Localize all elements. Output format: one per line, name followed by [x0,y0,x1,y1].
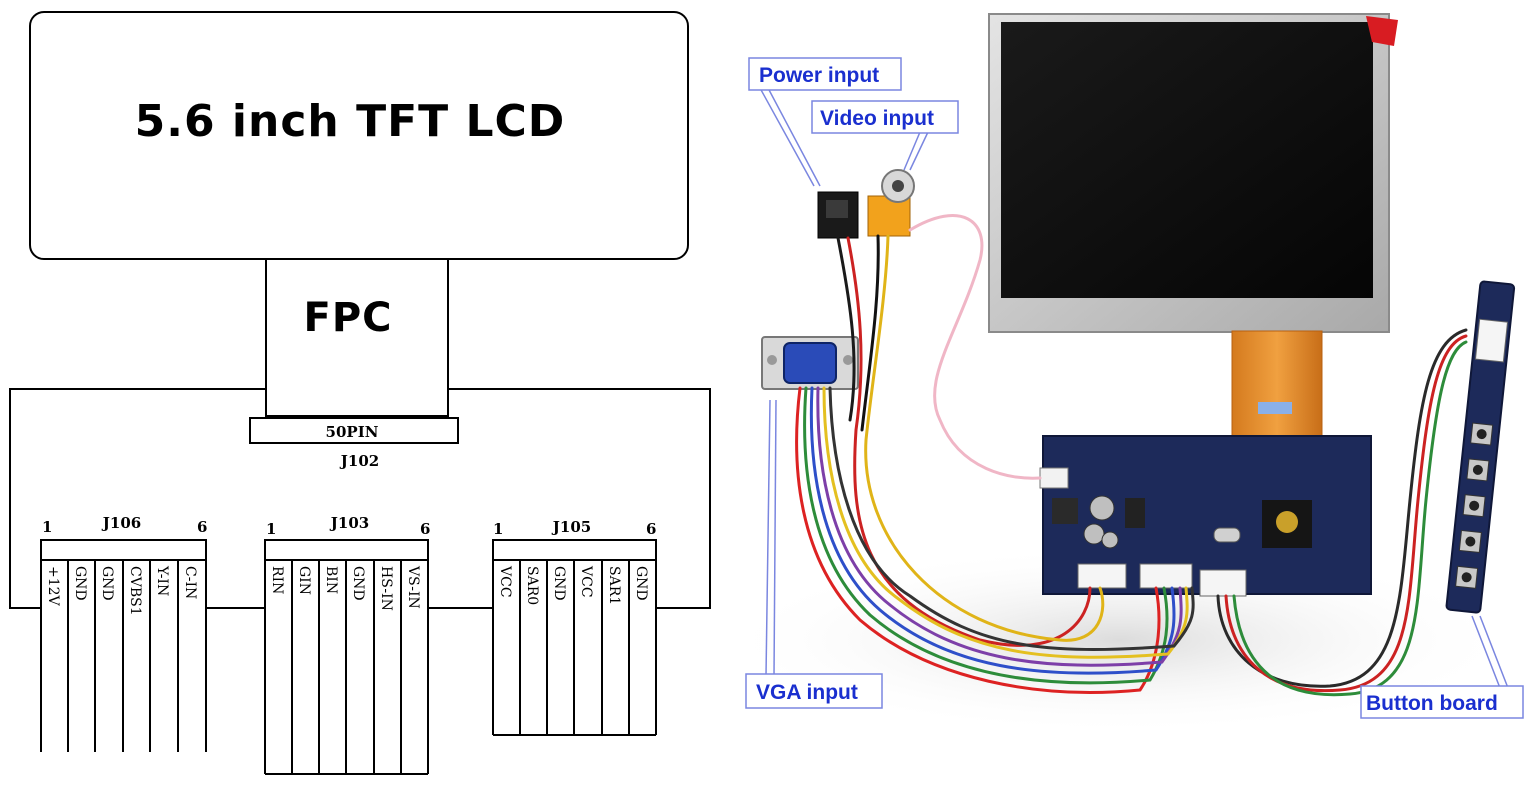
connector-j103-header [264,539,429,561]
bus-wire-left [9,388,266,609]
lcd-screen [1001,22,1373,298]
power-jack [817,191,859,239]
product-photo: Power input Video input VGA input Button… [720,13,1524,735]
fpc-connector-name: J102 [339,452,379,470]
connector-j103: 1 J103 6 RIN GIN BIN GND HS-IN VS-IN [264,514,430,775]
connector-j103-first-pin: 1 [266,520,276,538]
callout-button-board: Button board [1360,615,1524,719]
cable-harness [795,214,1468,697]
connector-j106: 1 J106 6 +12V GND GND CVBS1 Y-IN C-IN [40,514,207,752]
vga-connector-port [783,342,837,384]
fpc-title: FPC [304,295,393,341]
pin-label: BIN [323,566,339,594]
callout-power-input-label: Power input [759,64,879,87]
driver-board [1039,435,1372,597]
connector-j106-header [40,539,207,561]
button-board [1445,280,1516,614]
connector-j105-name: J105 [551,518,591,536]
main-chip-marking [1276,511,1298,533]
callout-vga-input: VGA input [745,399,883,709]
callout-video-input-box [811,100,959,134]
callout-vga-input-box [745,673,883,709]
capacitor [1083,523,1105,545]
pin-label: GND [72,566,88,601]
callout-button-board-box [1360,685,1524,719]
fpc-label-tag [1258,402,1292,414]
pin-label: SAR0 [524,566,540,605]
button-board-pcb [1445,280,1516,614]
pin-label: VCC [578,565,594,598]
fpc-box [265,258,449,417]
connector-j106-last-pin: 6 [197,518,207,536]
callout-button-board-label: Button board [1366,692,1498,715]
connector-j105-first-pin: 1 [493,520,503,538]
pin-label: GIN [296,566,312,595]
callout-vga-input-label: VGA input [756,681,858,704]
lcd-title: 5.6 inch TFT LCD [135,96,566,147]
protective-film-tab [1366,16,1398,46]
schematic: 5.6 inch TFT LCD FPC 50PIN J102 1 J106 6… [9,11,711,775]
connector-j103-last-pin: 6 [420,520,430,538]
fpc-connector-label: 50PIN [326,423,379,441]
rca-jack [867,169,915,237]
board-header-j105 [1199,569,1247,597]
rca-jack-housing [867,195,911,237]
callout-power-input-box [748,57,902,91]
pin-label: VCC [497,565,513,598]
pin-label: SAR1 [606,566,622,605]
connector-j106-name: J106 [101,514,141,532]
pin-label: HS-IN [378,566,394,611]
connector-j105: 1 J105 6 VCC SAR0 GND VCC SAR1 GND [492,518,657,736]
lcd-module [988,13,1398,333]
vga-connector [761,336,859,390]
fpc-ribbon [1231,330,1323,448]
pin-label: GND [99,566,115,601]
pin-label: Y-IN [154,565,170,596]
callout-video-input-label: Video input [820,107,934,130]
crystal [1213,527,1241,543]
callout-video-input: Video input [811,100,959,171]
bus-wire-right [448,388,711,609]
connector-j103-name: J103 [329,514,369,532]
callout-power-input: Power input [748,57,902,187]
capacitor [1101,531,1119,549]
pin-label: GND [551,566,567,601]
pin-label: +12V [45,566,61,607]
ic-chip [1125,498,1145,528]
pin-label: C-IN [182,566,198,599]
pin-label: CVBS1 [127,566,143,616]
pin-label: VS-IN [405,565,421,609]
pin-label: GND [350,566,366,601]
pin-label: RIN [269,566,285,594]
fpc-connector-box [249,417,459,444]
board-header-j103 [1139,563,1193,589]
capacitor [1089,495,1115,521]
inductor [1052,498,1078,524]
connector-j106-first-pin: 1 [42,518,52,536]
power-socket-white [1039,467,1069,489]
connector-j105-last-pin: 6 [646,520,656,538]
pin-label: GND [633,566,649,601]
board-header-j106 [1077,563,1127,589]
button-board-header [1474,318,1509,363]
connector-j105-header [492,539,657,561]
